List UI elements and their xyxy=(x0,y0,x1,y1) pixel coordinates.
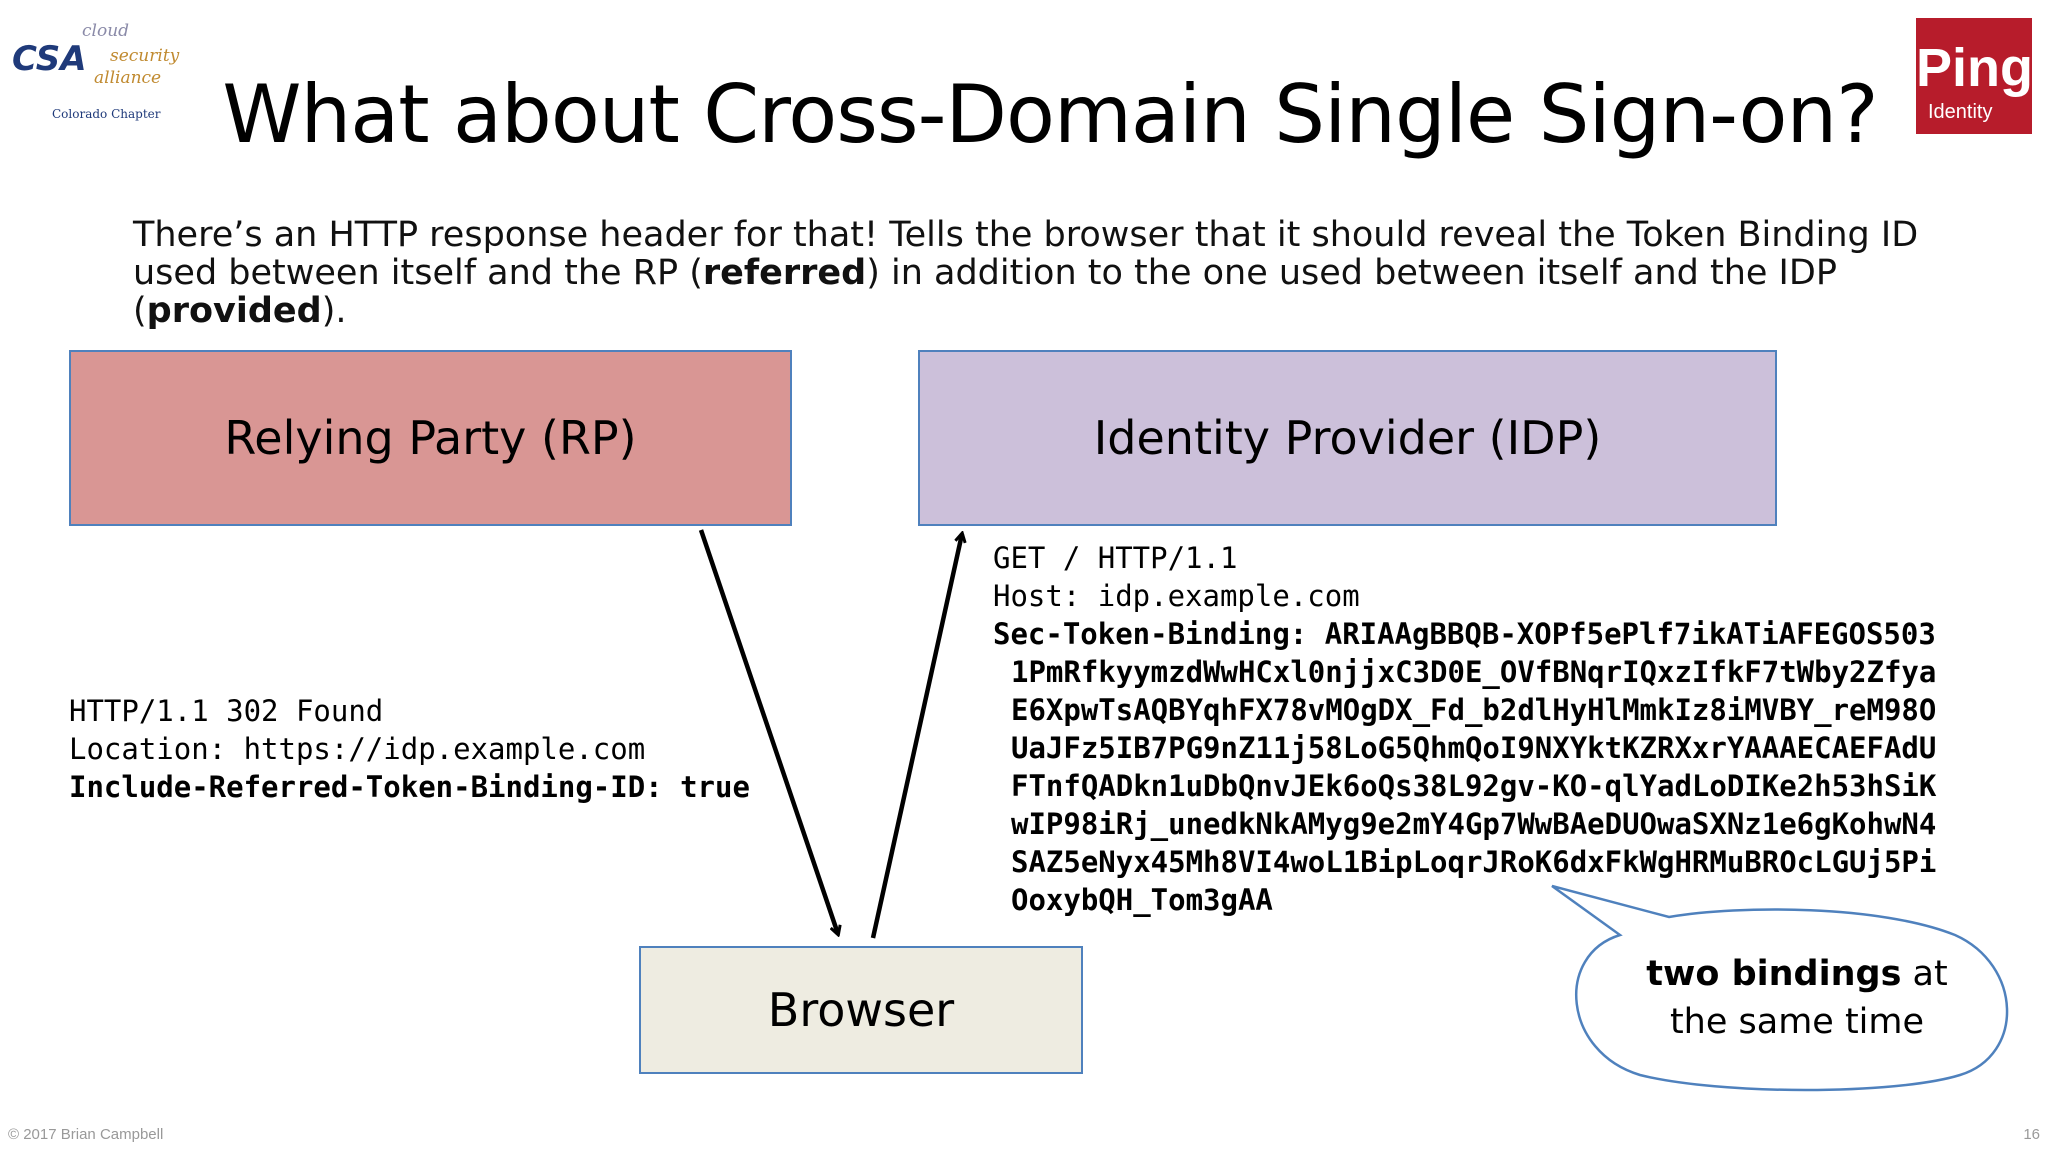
csa-logo-text-cloud: cloud xyxy=(82,21,129,41)
csa-logo: cloud CSA security alliance Colorado Cha… xyxy=(10,18,200,128)
callout-bold: two bindings xyxy=(1646,954,1902,994)
ping-logo-main: Ping xyxy=(1916,38,2033,98)
csa-logo-graphic: cloud CSA security alliance Colorado Cha… xyxy=(12,21,180,121)
intro-bold-referred: referred xyxy=(702,253,867,293)
callout-rest: at xyxy=(1901,954,1948,994)
intro-text-part3: ). xyxy=(321,291,347,331)
ping-logo-sub: Identity xyxy=(1928,101,1993,123)
redirect-include-header-line: Include-Referred-Token-Binding-ID: true xyxy=(69,770,750,804)
relying-party-box: Relying Party (RP) xyxy=(69,350,792,526)
token-line: 1PmRfkyymzdWwHCxl0njjxC3D0E_OVfBNqrIQxzI… xyxy=(1011,655,1937,689)
redirect-location-line: Location: https://idp.example.com xyxy=(69,732,646,766)
relying-party-label: Relying Party (RP) xyxy=(224,411,637,465)
token-line: E6XpwTsAQBYqhFX78vMOgDX_Fd_b2dlHyHlMmkIz… xyxy=(1011,693,1937,727)
identity-provider-box: Identity Provider (IDP) xyxy=(918,350,1777,526)
csa-logo-text-csa: CSA xyxy=(12,39,87,79)
token-line: FTnfQADkn1uDbQnvJEk6oQs38L92gv-KO-qlYadL… xyxy=(1011,769,1937,803)
intro-text-part2: ) in addition to the one used between it… xyxy=(133,253,1837,331)
token-line: wIP98iRj_unedkNkAMyg9e2mY4Gp7WwBAeDUOwaS… xyxy=(1011,807,1937,841)
callout-line-1: two bindings at xyxy=(1592,950,2002,998)
arrow-browser-to-idp xyxy=(870,534,962,939)
token-line: UaJFz5IB7PG9nZ11j58LoG5QhmQoI9NXYktKZRXx… xyxy=(1011,731,1937,765)
intro-bold-provided: provided xyxy=(146,291,322,331)
callout-text: two bindings at the same time xyxy=(1592,950,2002,1046)
callout-bubble xyxy=(1551,884,2009,1092)
token-line: OoxybQH_Tom3gAA xyxy=(1011,883,1273,917)
browser-label: Browser xyxy=(767,983,955,1037)
csa-logo-text-alliance: alliance xyxy=(94,68,161,88)
ping-identity-logo: Ping Identity xyxy=(1916,18,2033,134)
intro-paragraph: There’s an HTTP response header for that… xyxy=(133,216,1953,330)
arrow-rp-to-browser xyxy=(698,529,838,934)
footer-page-number: 16 xyxy=(2023,1126,2040,1143)
csa-logo-text-security: security xyxy=(110,46,180,66)
callout-line-2: the same time xyxy=(1669,1002,1925,1042)
redirect-status-line: HTTP/1.1 302 Found xyxy=(69,694,384,728)
slide-title: What about Cross-Domain Single Sign-on? xyxy=(222,68,1878,161)
token-line: SAZ5eNyx45Mh8VI4woL1BipLoqrJRoK6dxFkWgHR… xyxy=(1011,845,1937,879)
idp-token-header-line: Sec-Token-Binding: ARIAAgBBQB-XOPf5ePlf7… xyxy=(993,617,1936,651)
intro-text-part1: There’s an HTTP response header for that… xyxy=(133,215,1919,293)
browser-box: Browser xyxy=(639,946,1083,1074)
identity-provider-label: Identity Provider (IDP) xyxy=(1093,411,1602,465)
idp-host-line: Host: idp.example.com xyxy=(993,579,1360,613)
footer-copyright: © 2017 Brian Campbell xyxy=(8,1126,164,1143)
idp-request-line: GET / HTTP/1.1 xyxy=(993,541,1238,575)
csa-logo-text-chapter: Colorado Chapter xyxy=(52,107,161,121)
